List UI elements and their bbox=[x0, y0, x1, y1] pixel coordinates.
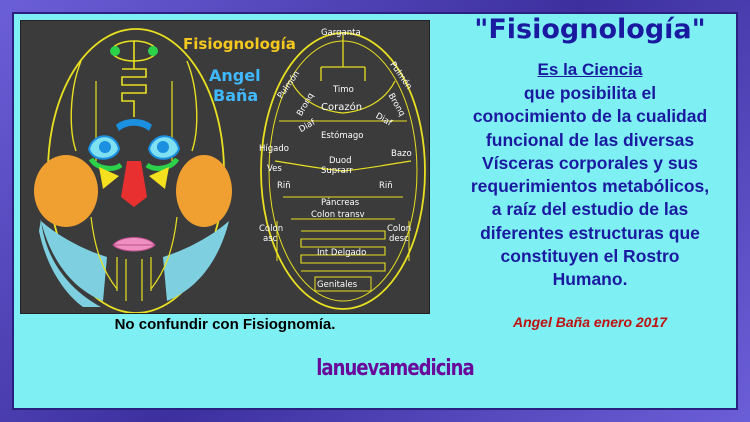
left-face bbox=[34, 28, 232, 314]
label-corazon: Corazón bbox=[321, 101, 362, 113]
face-illustration: Fisiognología Angel Baña Garganta Pulmón… bbox=[20, 20, 430, 314]
label-colon-asc-2: asc bbox=[263, 234, 278, 244]
illustration-heading: Fisiognología bbox=[183, 35, 296, 53]
body-line: conocimiento de la cualidad bbox=[472, 106, 708, 127]
label-int-delgado: Int Delgado bbox=[317, 248, 366, 258]
illustration-author-first: Angel bbox=[209, 66, 261, 85]
label-rin-left: Riñ bbox=[277, 181, 291, 191]
label-colon-desc-1: Colon bbox=[387, 224, 411, 234]
label-bazo: Bazo bbox=[391, 149, 412, 159]
label-timo: Timo bbox=[332, 85, 354, 95]
label-colon-transv: Colon transv bbox=[311, 210, 365, 220]
label-suprarr: Suprarr bbox=[321, 166, 353, 176]
label-duod: Duod bbox=[329, 156, 352, 166]
right-face-organ-map bbox=[260, 32, 426, 310]
label-higado: Hígado bbox=[259, 144, 289, 154]
label-estomago: Estómago bbox=[321, 130, 363, 141]
label-ves: Ves bbox=[267, 164, 282, 174]
label-genitales: Genitales bbox=[317, 280, 358, 290]
caption: No confundir con Fisiognomía. bbox=[114, 316, 336, 333]
signature: Angel Baña enero 2017 bbox=[512, 314, 668, 330]
body-line: a raíz del estudio de las bbox=[491, 199, 689, 220]
label-colon-desc-2: desc bbox=[389, 234, 409, 244]
body-line: requerimientos metabólicos, bbox=[470, 176, 710, 197]
label-rin-right: Riñ bbox=[379, 181, 393, 191]
label-diaf-left: Diaf bbox=[297, 117, 318, 135]
body-line: Vísceras corporales y sus bbox=[482, 152, 698, 173]
illustration-author-last: Baña bbox=[213, 86, 258, 105]
body-text: que posibilita el conocimiento de la cua… bbox=[438, 82, 742, 292]
body-line: diferentes estructuras que bbox=[480, 222, 700, 243]
body-line: funcional de las diversas bbox=[485, 129, 695, 150]
page-title: "Fisiognología" bbox=[474, 14, 706, 45]
label-diaf-right: Diaf bbox=[374, 111, 395, 129]
brand-logo: lanuevamedicina bbox=[316, 356, 474, 381]
body-line: constituyen el Rostro bbox=[500, 246, 680, 267]
label-colon-asc-1: Colon bbox=[259, 224, 283, 234]
body-line: Humano. bbox=[552, 269, 628, 290]
label-pancreas: Páncreas bbox=[321, 198, 360, 208]
subtitle: Es la Ciencia bbox=[537, 60, 643, 79]
label-garganta: Garganta bbox=[321, 28, 361, 38]
face-map-svg: Fisiognología Angel Baña Garganta Pulmón… bbox=[34, 28, 426, 314]
body-line: que posibilita el bbox=[523, 83, 657, 103]
